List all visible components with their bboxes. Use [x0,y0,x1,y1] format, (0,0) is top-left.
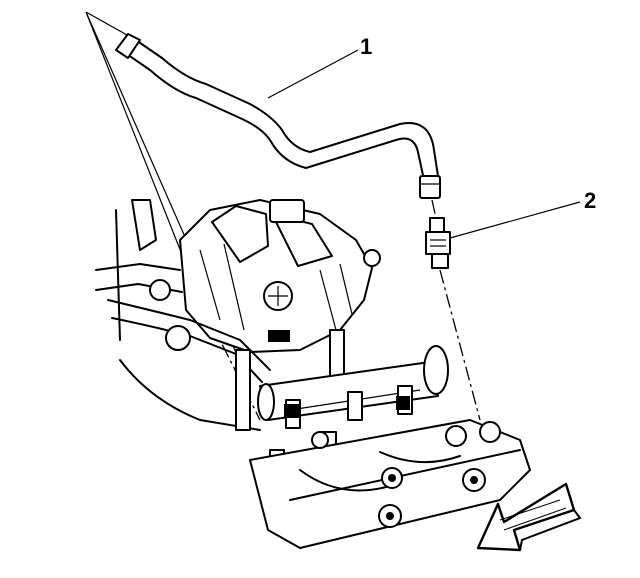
mounting-bolts [311,421,501,528]
engine-assembly [95,199,531,549]
fuel-pressure-fitting [425,217,451,269]
front-arrow-icon [476,482,582,552]
fuel-feed-pipe [115,33,441,199]
callout-label-2: 2 [584,188,596,213]
callout-label-1: 1 [360,34,372,59]
